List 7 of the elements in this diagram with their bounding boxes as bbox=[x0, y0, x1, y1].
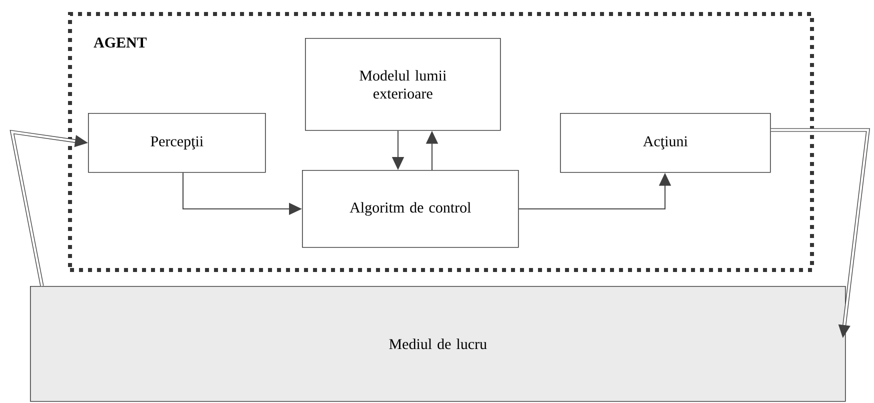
process-box: Modelul lumii exterioare bbox=[305, 38, 501, 131]
process-box: Algoritm de control bbox=[302, 170, 519, 248]
process-box: Percepţii bbox=[88, 113, 266, 173]
environment-box: Mediul de lucru bbox=[30, 286, 846, 402]
arrow bbox=[770, 128, 870, 338]
arrow bbox=[10, 130, 88, 286]
process-box: Acţiuni bbox=[560, 113, 771, 173]
